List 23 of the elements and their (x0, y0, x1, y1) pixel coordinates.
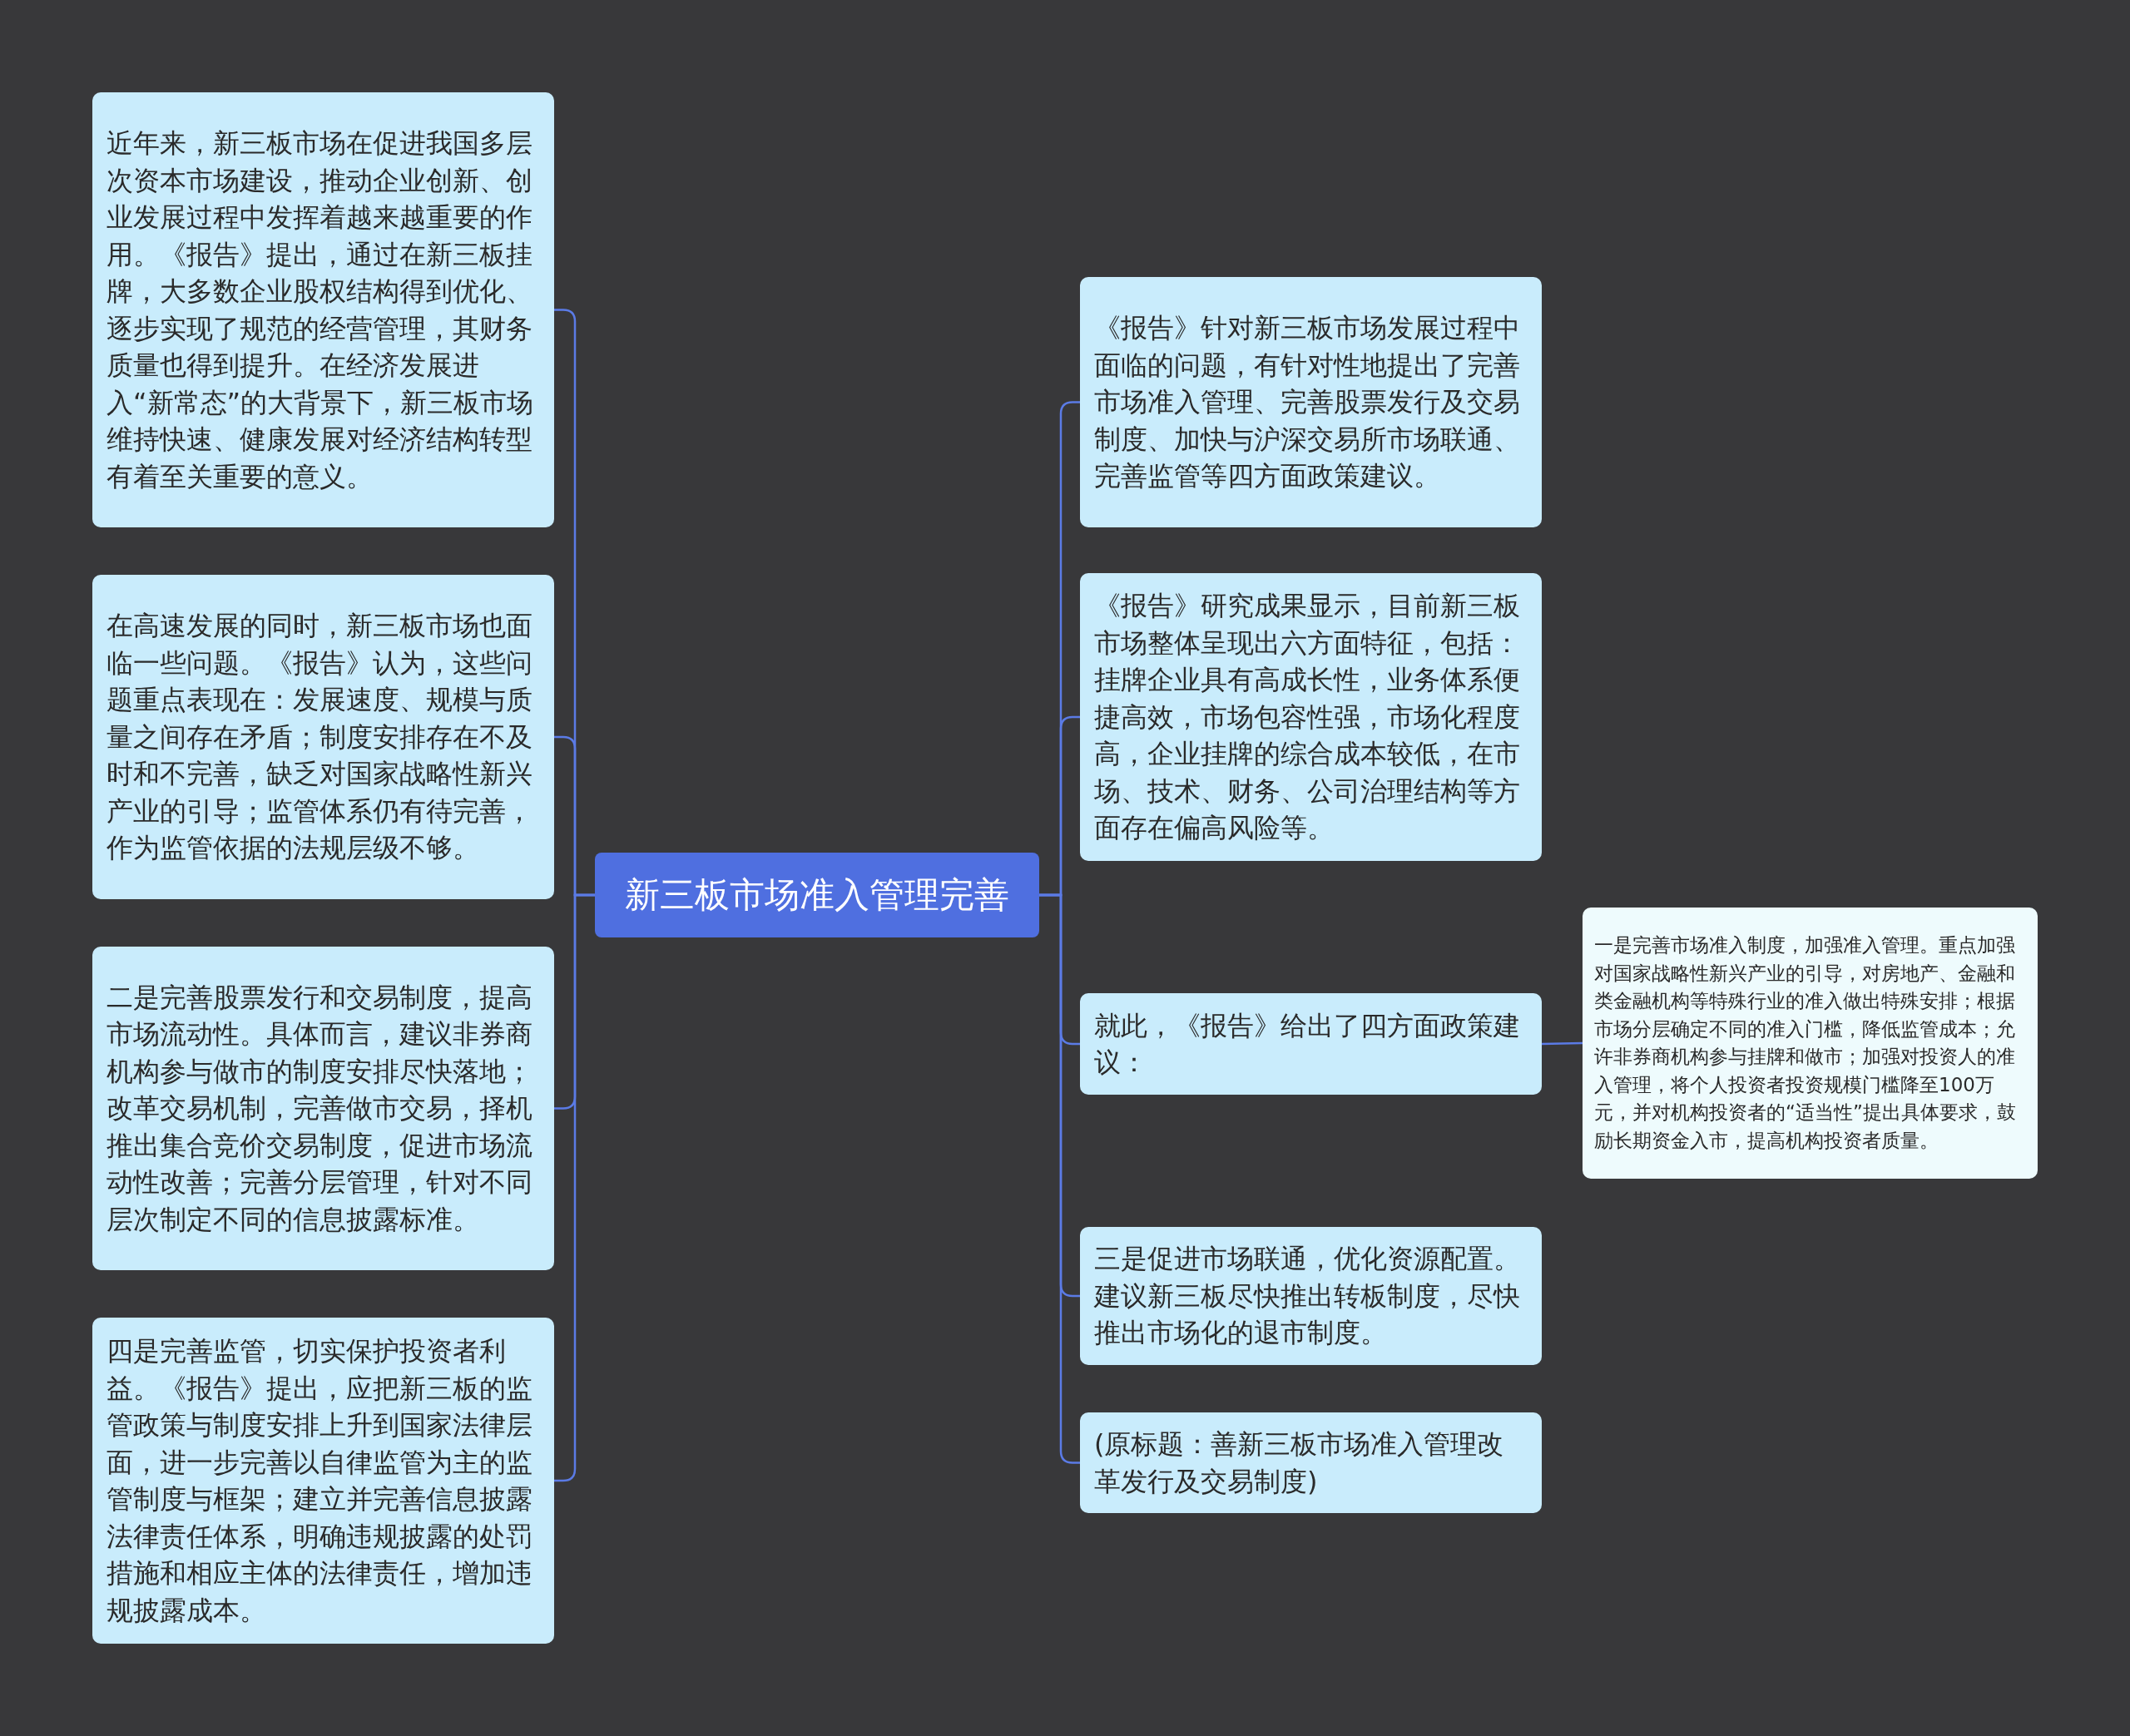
node-text: 一是完善市场准入制度，加强准入管理。重点加强对国家战略性新兴产业的引导，对房地产、金融和类金融机构等特殊行业的准入做出特殊安排；根据市场分层确定不同的准入门槛，降低监管成本；允许非券商机构参与挂牌和做市；加强对投资人的准入管理，将个人投资者投资规模门槛降至100万元，并对机构投资者的“适当性”提出具体要求，鼓励长期资金入市，提高机构投资者质量。 (1594, 933, 2017, 1153)
node-text: (原标题：善新三板市场准入管理改革发行及交易制度) (1094, 1427, 1505, 1499)
text-box (92, 947, 554, 1270)
node-text: 三是促进市场联通，优化资源配置。建议新三板尽快推出转板制度，尽快推出市场化的退市制度。 (1094, 1242, 1521, 1351)
node-text: 四是完善监管，切实保护投资者利益。《报告》提出，应把新三板的监管政策与制度安排上升到国家法律层面，进一步完善以自律监管为主的监管制度与框架；建立并完善信息披露法律责任体系，明确违规披露的处罚措施和相应主体的法律责任，增加违规披露成本。 (106, 1334, 533, 1628)
text-box (1080, 993, 1542, 1095)
node-text: 《报告》研究成果显示，目前新三板市场整体呈现出六方面特征，包括：挂牌企业具有高成长性，业务体系便捷高效，市场包容性强，市场化程度高，企业挂牌的综合成本较低，在市场、技术、财务、公司治理结构等方面存在偏高风险等。 (1094, 589, 1521, 846)
text-box (92, 575, 554, 899)
node-text: 近年来，新三板市场在促进我国多层次资本市场建设，推动企业创新、创业发展过程中发挥着越来越重要的作用。《报告》提出，通过在新三板挂牌，大多数企业股权结构得到优化、逐步实现了规范的经营管理，其财务质量也得到提升。在经济发展进入“新常态”的大背景下，新三板市场维持快速、健康发展对经济结构转型有着至关重要的意义。 (106, 126, 535, 494)
text-box (92, 1318, 554, 1644)
node-text: 二是完善股票发行和交易制度，提高市场流动性。具体而言，建议非券商机构参与做市的制度安排尽快落地；改革交易机制，完善做市交易，择机推出集合竞价交易制度，促进市场流动性改善；完善分层管理，针对不同层次制定不同的信息披露标准。 (106, 980, 533, 1237)
node-text: 《报告》针对新三板市场发展过程中面临的问题，有针对性地提出了完善市场准入管理、完善股票发行及交易制度、加快与沪深交易所市场联通、完善监管等四方面政策建议。 (1094, 311, 1521, 494)
text-box (1080, 573, 1542, 861)
node-text: 就此，《报告》给出了四方面政策建议： (1094, 1008, 1521, 1080)
text-box (92, 92, 554, 527)
connector-line (1541, 1041, 1583, 1046)
text-box (1080, 1412, 1542, 1513)
node-text: 在高速发展的同时，新三板市场也面临一些问题。《报告》认为，这些问题重点表现在：发展速度、规模与质量之间存在矛盾；制度安排存在不及时和不完善，缺乏对国家战略性新兴产业的引导；监管体系仍有待完善，作为监管依据的法规层级不够。 (106, 609, 533, 866)
text-box (1080, 1227, 1542, 1365)
text-box (1080, 277, 1542, 527)
topic-box (595, 853, 1039, 937)
node-text: 新三板市场准入管理完善 (625, 873, 1009, 917)
text-box (1583, 908, 2038, 1179)
